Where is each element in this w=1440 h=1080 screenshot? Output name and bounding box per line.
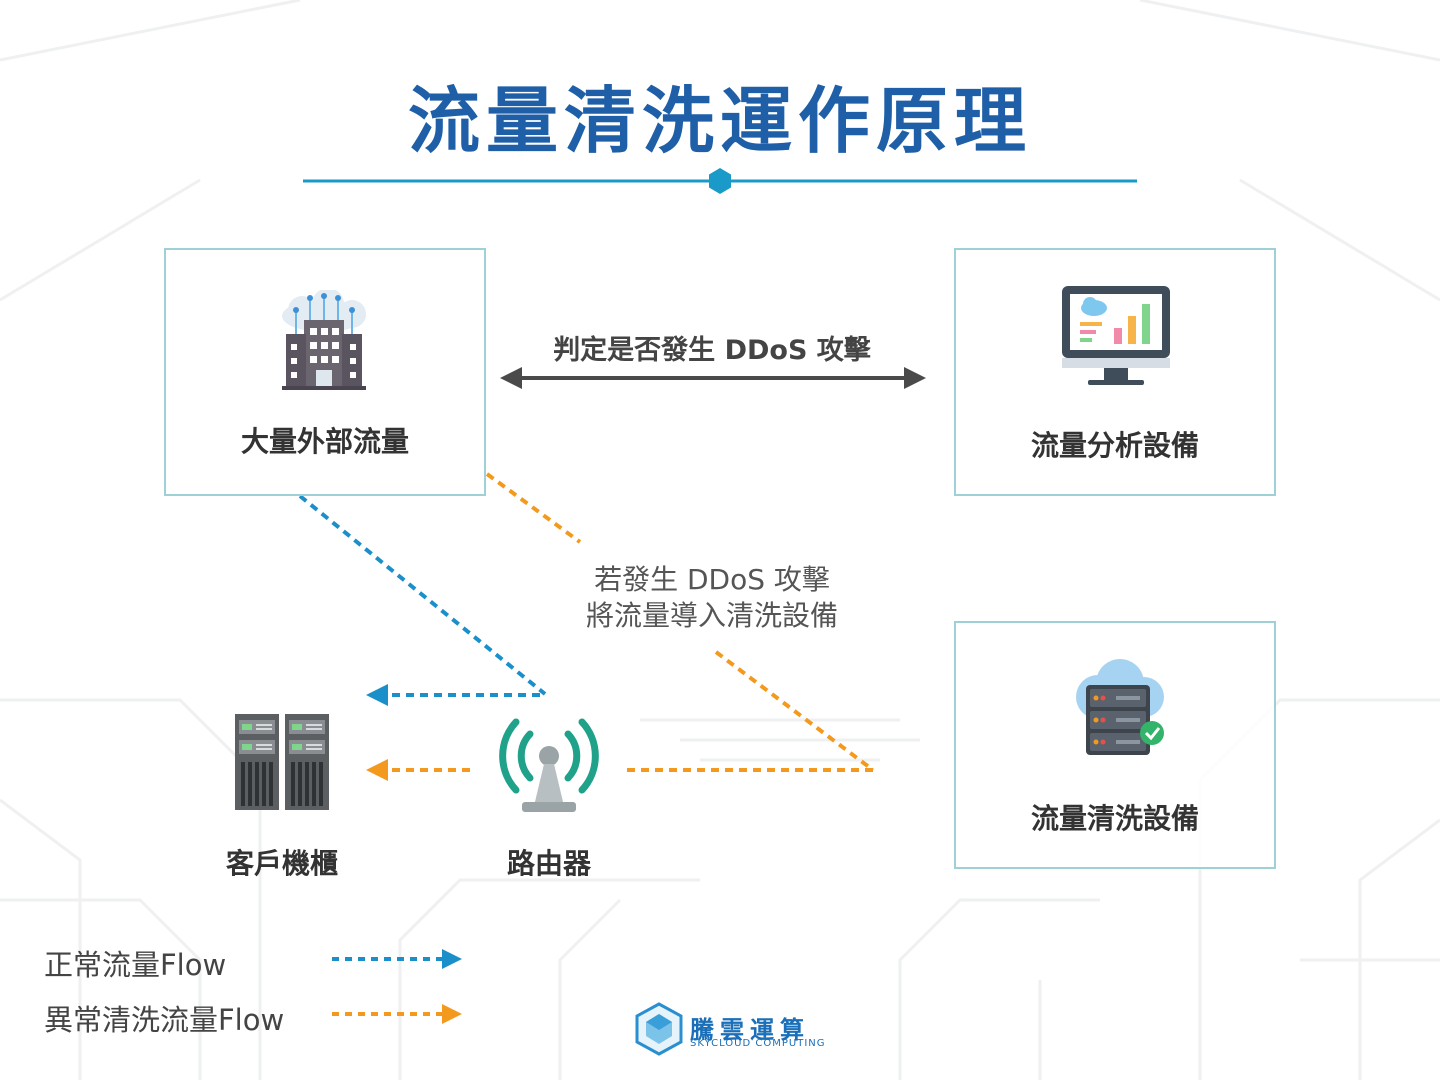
page-title: 流量清洗運作原理 — [407, 79, 1032, 163]
ddos-redirect-line1: 若發生 DDoS 攻擊 — [594, 563, 830, 596]
skycloud-logo-icon — [635, 1002, 683, 1056]
scrub-flow-path — [388, 472, 875, 772]
scrub-flow-arrowhead — [366, 759, 388, 781]
legend-scrub-label: 異常清洗流量Flow — [44, 1003, 285, 1037]
external-traffic-box: 大量外部流量 — [164, 248, 486, 496]
ddos-check-label: 判定是否發生 DDoS 攻擊 — [553, 335, 871, 366]
legend-normal-arrowhead — [442, 949, 462, 969]
logo-name: 騰雲運算 — [690, 1016, 810, 1044]
traffic-scrubber-box: 流量清洗設備 — [954, 621, 1276, 869]
traffic-analyzer-box: 流量分析設備 — [954, 248, 1276, 496]
traffic-analyzer-label: 流量分析設備 — [1030, 429, 1199, 462]
router-antenna-icon — [499, 718, 599, 812]
customer-rack-label: 客戶機櫃 — [225, 847, 338, 880]
legend-scrub-arrowhead — [442, 1004, 462, 1024]
title-divider — [303, 168, 1137, 194]
cloud-server-check-icon — [1076, 659, 1164, 755]
normal-flow-arrowhead — [366, 684, 388, 706]
building-cloud-icon — [282, 290, 366, 390]
traffic-scrubber-label: 流量清洗設備 — [1030, 802, 1199, 835]
legend-normal-label: 正常流量Flow — [44, 948, 227, 982]
normal-flow-path — [298, 494, 547, 697]
double-arrow — [500, 367, 926, 389]
external-traffic-label: 大量外部流量 — [240, 425, 409, 458]
router-label: 路由器 — [506, 847, 591, 880]
hexagon-icon — [709, 168, 731, 194]
logo-tagline: SKYCLOUD COMPUTING — [690, 1038, 826, 1049]
server-rack-icon — [235, 714, 329, 810]
ddos-redirect-note: 若發生 DDoS 攻擊 將流量導入清洗設備 — [540, 562, 884, 634]
ddos-redirect-line2: 將流量導入清洗設備 — [585, 599, 838, 632]
legend-lines — [332, 949, 462, 1024]
monitor-chart-icon — [1062, 286, 1170, 385]
